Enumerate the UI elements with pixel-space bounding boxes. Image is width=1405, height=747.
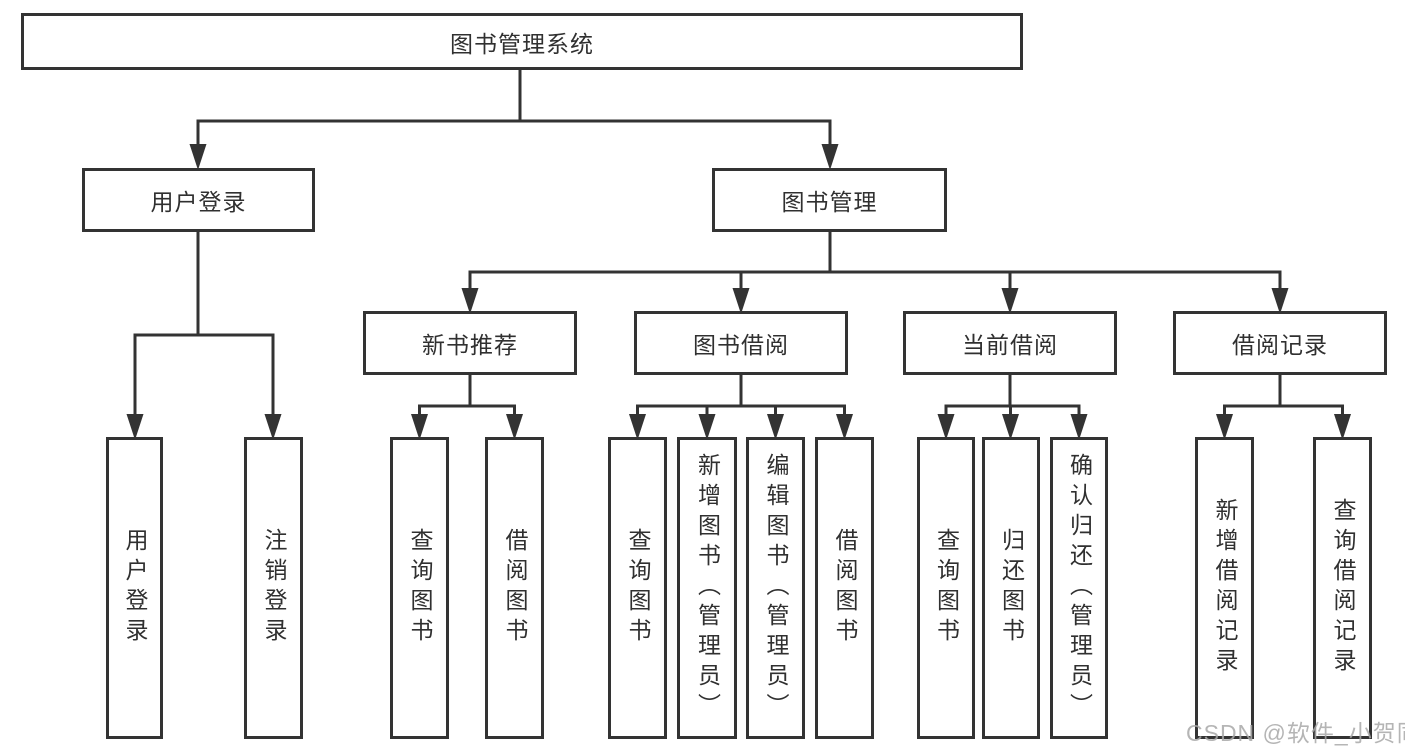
connector-current-borrow-children bbox=[937, 375, 1088, 440]
leaf-bb-edit-book-admin: 编辑图书（管理员） bbox=[746, 437, 805, 739]
connector-book-borrow-children bbox=[629, 375, 853, 440]
leaf-cb-return-books: 归还图书 bbox=[982, 437, 1040, 739]
node-current-borrowing: 当前借阅 bbox=[903, 311, 1117, 375]
leaf-nbr-borrow-books: 借阅图书 bbox=[485, 437, 544, 739]
node-root: 图书管理系统 bbox=[21, 13, 1023, 70]
connector-user-login-children bbox=[126, 232, 282, 440]
leaf-bb-add-book-admin: 新增图书（管理员） bbox=[677, 437, 737, 739]
node-new-book-recommendation: 新书推荐 bbox=[363, 311, 577, 375]
leaf-logout: 注销登录 bbox=[244, 437, 303, 739]
node-book-borrowing: 图书借阅 bbox=[634, 311, 848, 375]
connector-root-to-level2 bbox=[189, 70, 839, 170]
node-borrowing-records: 借阅记录 bbox=[1173, 311, 1387, 375]
leaf-user-login: 用户登录 bbox=[106, 437, 163, 739]
leaf-br-add-record: 新增借阅记录 bbox=[1195, 437, 1254, 739]
node-book-management: 图书管理 bbox=[712, 168, 947, 232]
leaf-bb-borrow-books: 借阅图书 bbox=[815, 437, 874, 739]
leaf-nbr-query-books: 查询图书 bbox=[390, 437, 449, 739]
leaf-br-query-record: 查询借阅记录 bbox=[1313, 437, 1372, 739]
leaf-bb-query-books: 查询图书 bbox=[608, 437, 667, 739]
node-user-login: 用户登录 bbox=[82, 168, 315, 232]
connector-new-book-children bbox=[411, 375, 523, 440]
connector-book-mgmt-to-level3 bbox=[461, 232, 1289, 314]
leaf-cb-query-books: 查询图书 bbox=[917, 437, 975, 739]
connector-borrow-records-children bbox=[1216, 375, 1351, 440]
leaf-cb-confirm-return-admin: 确认归还（管理员） bbox=[1050, 437, 1108, 739]
watermark: CSDN @软件_小贺同学 bbox=[1186, 720, 1405, 746]
